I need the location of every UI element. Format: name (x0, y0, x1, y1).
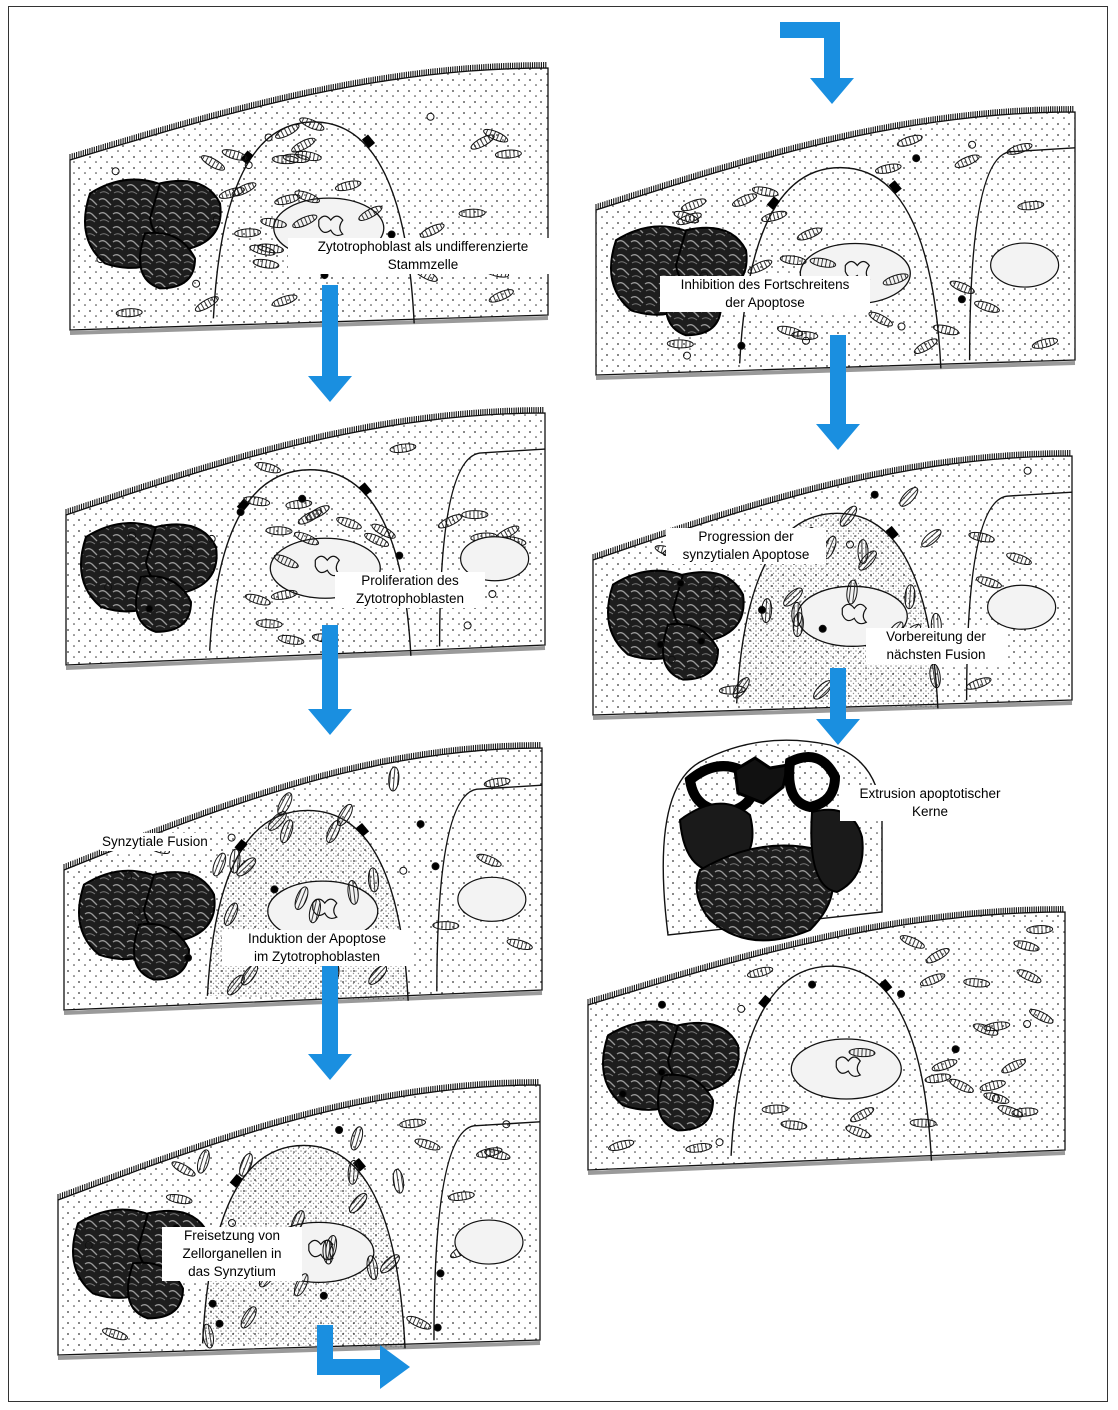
label-line: nächsten Fusion (866, 646, 1006, 664)
label-line: Progression der (666, 528, 826, 546)
label-line: Stammzelle (288, 256, 558, 274)
cell-panel-extrusion (588, 906, 1065, 1173)
label-synzytiale-fusion: Synzytiale Fusion (100, 833, 210, 851)
flow-arrow-elbow-down (780, 22, 854, 104)
cell-panel-organelle-release (58, 1079, 540, 1358)
cell-panel-stem-cell (70, 62, 548, 333)
neighbor-cell-nucleus (458, 877, 526, 921)
label-line: Zytotrophoblast als undifferenzierte (288, 238, 558, 256)
neighbor-cell-nucleus (991, 243, 1059, 287)
label-next-fusion: Vorbereitung der nächsten Fusion (866, 628, 1006, 664)
label-line: Induktion der Apoptose (222, 930, 412, 948)
label-line: Kerne (840, 803, 1020, 821)
label-line: der Apoptose (660, 294, 870, 312)
label-line: Zellorganellen in (162, 1245, 302, 1263)
label-extrusion: Extrusion apoptotischer Kerne (840, 785, 1020, 821)
neighbor-cell-nucleus (455, 1220, 523, 1264)
neighbor-cell-nucleus (988, 585, 1056, 629)
label-line: Extrusion apoptotischer (840, 785, 1020, 803)
label-progression: Progression der synzytialen Apoptose (666, 528, 826, 564)
label-proliferation: Proliferation des Zytotrophoblasten (335, 572, 485, 608)
extrusion-knot (663, 740, 882, 940)
label-organelle-release: Freisetzung von Zellorganellen in das Sy… (162, 1227, 302, 1281)
label-inhibition: Inhibition des Fortschreitens der Apopto… (660, 276, 870, 312)
label-line: Zytotrophoblasten (335, 590, 485, 608)
label-apoptosis-induction: Induktion der Apoptose im Zytotrophoblas… (222, 930, 412, 966)
label-line: Vorbereitung der (866, 628, 1006, 646)
cell-panel-proliferation (66, 407, 545, 668)
label-line: Synzytiale Fusion (100, 833, 210, 851)
label-stem-cell: Zytotrophoblast als undifferenzierte Sta… (288, 238, 558, 274)
label-line: Freisetzung von (162, 1227, 302, 1245)
label-line: im Zytotrophoblasten (222, 948, 412, 966)
cell-panel-apoptosis-induction (64, 742, 542, 1013)
cytotrophoblast-nucleus (791, 1039, 901, 1099)
label-line: Inhibition des Fortschreitens (660, 276, 870, 294)
label-line: das Synzytium (162, 1263, 302, 1281)
label-line: Proliferation des (335, 572, 485, 590)
label-line: synzytialen Apoptose (666, 546, 826, 564)
